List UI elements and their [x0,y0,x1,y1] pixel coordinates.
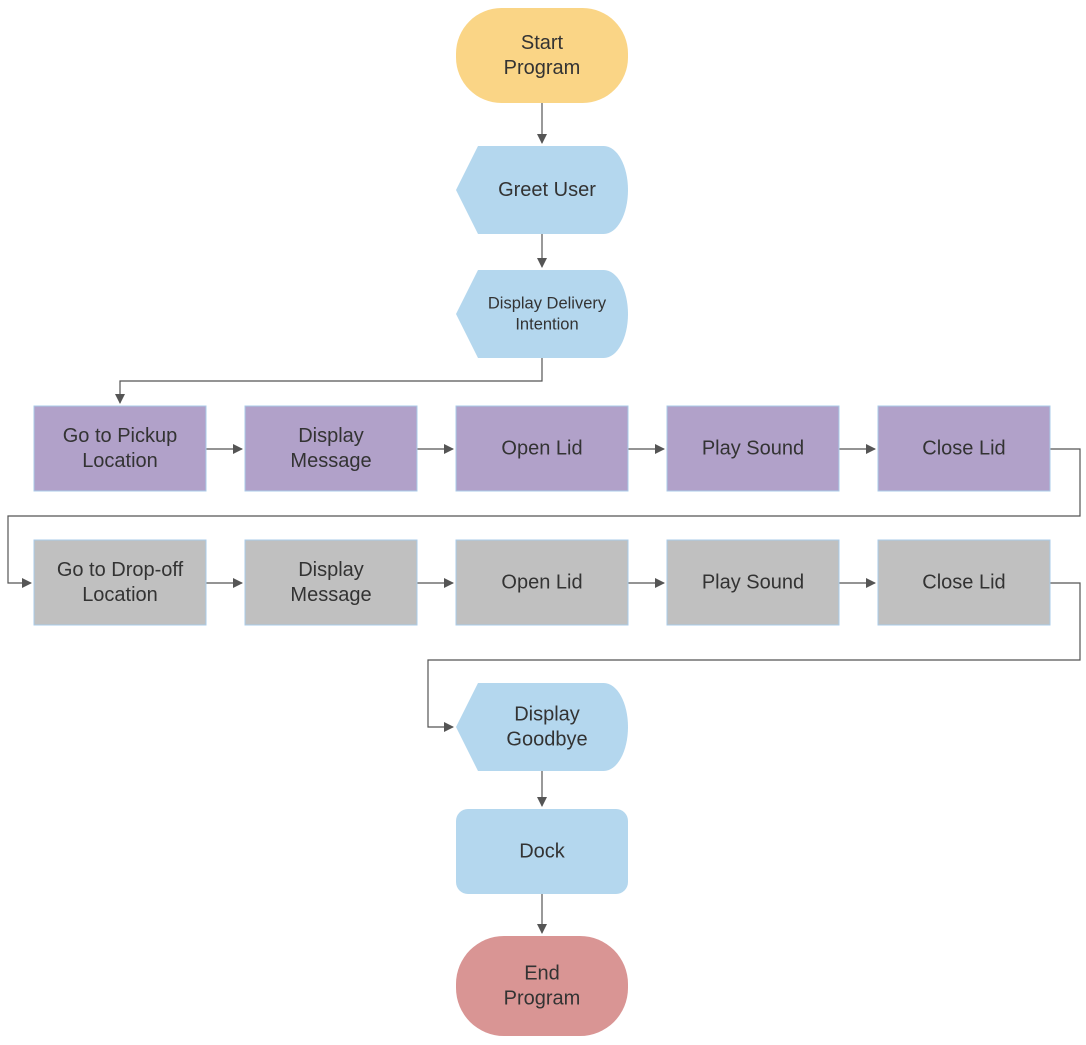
node-greet: Greet User [456,146,628,234]
node-label-line: Program [504,988,581,1010]
node-label-line: Intention [515,315,578,333]
node-label-line: Message [290,450,371,472]
terminal-shape [456,936,628,1036]
node-dock: Dock [456,809,628,894]
display-shape [456,270,628,358]
connector-intention-to-pickup-goto [115,358,543,404]
node-label-line: Goodbye [506,729,587,751]
process-shape [666,405,840,492]
node-label-line: Close Lid [922,572,1005,594]
node-pickup-close: Close Lid [877,405,1051,492]
connector-dropoff-close-to-goodbye [427,582,1081,732]
node-dropoff-open: Open Lid [455,539,629,626]
node-label-line: Display Delivery [488,295,607,313]
node-label-line: Go to Pickup [63,425,178,447]
node-label-line: Close Lid [922,438,1005,460]
node-label-line: Play Sound [702,572,804,594]
node-label-line: Greet User [498,179,596,201]
process-shape [244,539,418,626]
process-shape [877,539,1051,626]
node-label-line: Location [82,450,158,472]
node-label-line: Open Lid [501,572,582,594]
process-shape [666,539,840,626]
process-shape [244,405,418,492]
connector-pickup-close-to-dropoff-goto [7,448,1081,588]
process-shape [33,405,207,492]
display-shape [456,146,628,234]
node-label-line: Message [290,584,371,606]
node-label-line: Display [298,559,364,581]
node-pickup-open: Open Lid [455,405,629,492]
process-shape [455,405,629,492]
node-dropoff-close: Close Lid [877,539,1051,626]
process-shape [456,809,628,894]
process-shape [33,539,207,626]
node-dropoff-sound: Play Sound [666,539,840,626]
process-shape [455,539,629,626]
node-pickup-sound: Play Sound [666,405,840,492]
node-label-line: Play Sound [702,438,804,460]
node-label-line: Program [504,57,581,79]
node-label-line: Go to Drop-off [57,559,184,581]
node-label-line: Location [82,584,158,606]
node-label-line: Open Lid [501,438,582,460]
terminal-shape [456,8,628,103]
display-shape [456,683,628,771]
node-label-line: Display [514,704,580,726]
node-label-line: Display [298,425,364,447]
process-shape [877,405,1051,492]
node-label-line: Dock [519,841,566,863]
node-label-line: Start [521,32,564,54]
node-label-line: End [524,963,560,985]
